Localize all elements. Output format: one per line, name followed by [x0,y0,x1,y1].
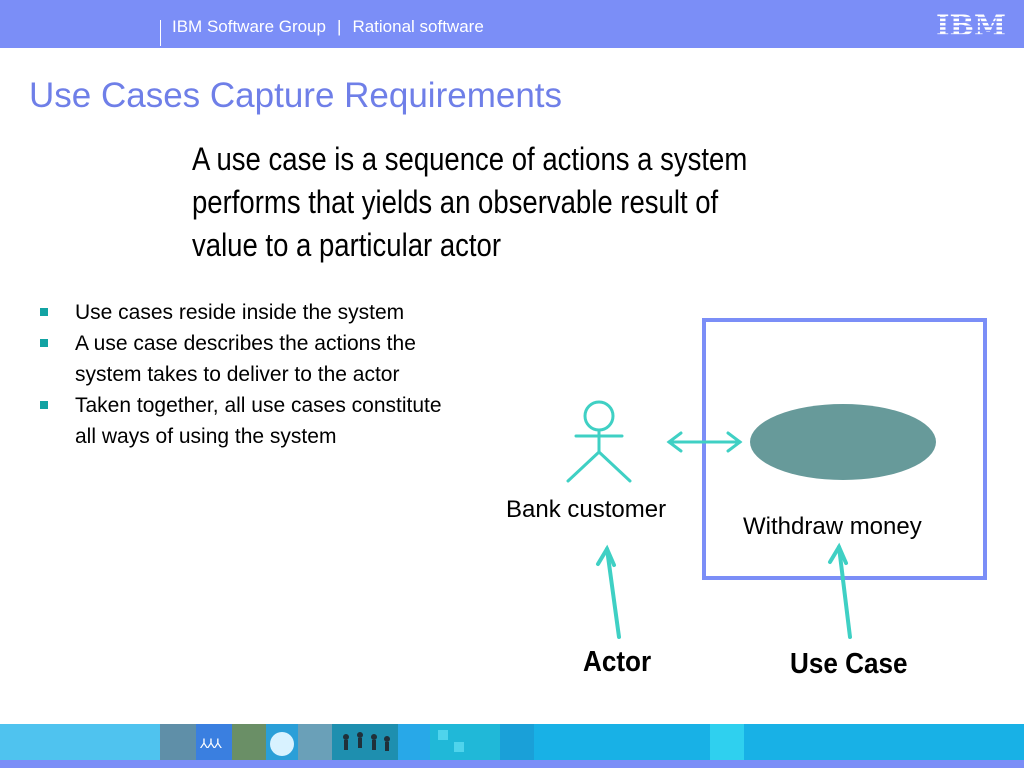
footer-tile [744,724,1024,760]
footer-tile [710,724,744,760]
stick-figure-icon [566,400,632,483]
footer-tile [398,724,430,760]
footer-tile [298,724,332,760]
slide-title: Use Cases Capture Requirements [29,76,563,115]
footer-circle-icon [270,732,294,756]
actor-name-label: Bank customer [506,496,667,523]
actor-caption: Actor [583,646,652,678]
square-bullet-icon [40,339,48,347]
bullet-text: Use cases reside inside the system [75,301,405,324]
use-case-definition: A use case is a sequence of actions a sy… [192,141,748,263]
header-text: IBM Software Group | Rational software [172,17,484,37]
use-case-name-label: Withdraw money [743,513,922,540]
header-bar: IBM Software Group | Rational software IBM [0,0,1024,48]
bullet-item: Use cases reside inside the system [40,297,460,328]
ibm-logo-icon: IBM [936,10,1006,40]
footer-climbers-icon [343,732,390,751]
actor-pointer-arrow [596,544,621,639]
bullet-item: A use case describes the actions the sys… [40,328,460,390]
use-case-ellipse [750,404,936,480]
footer-tile [500,724,534,760]
bullet-list: Use cases reside inside the system A use… [40,297,460,452]
bullet-text: A use case describes the actions the sys… [75,332,416,386]
association-arrow [666,431,743,453]
footer-tile [534,724,710,760]
bullet-text: Taken together, all use cases constitute… [75,394,442,448]
ibm-logo-text: IBM [936,10,1006,40]
square-bullet-icon [40,308,48,316]
square-bullet-icon [40,401,48,409]
header-separator: | [337,17,342,36]
header-company: IBM Software Group [172,17,327,36]
footer-photo-tile [160,724,196,760]
footer-tile [0,724,160,760]
use-case-caption: Use Case [790,648,908,680]
footer-pixel [438,730,448,740]
bullet-item: Taken together, all use cases constitute… [40,390,460,452]
header-divider [160,20,161,46]
footer-people-icon: ⅄⅄⅄ [200,736,222,751]
footer-photo-tile [232,724,266,760]
footer-pixel [454,742,464,752]
footer-line [0,760,1024,768]
footer-people-tile [196,724,232,760]
use-case-pointer-arrow [828,542,852,639]
header-division: Rational software [352,17,484,36]
